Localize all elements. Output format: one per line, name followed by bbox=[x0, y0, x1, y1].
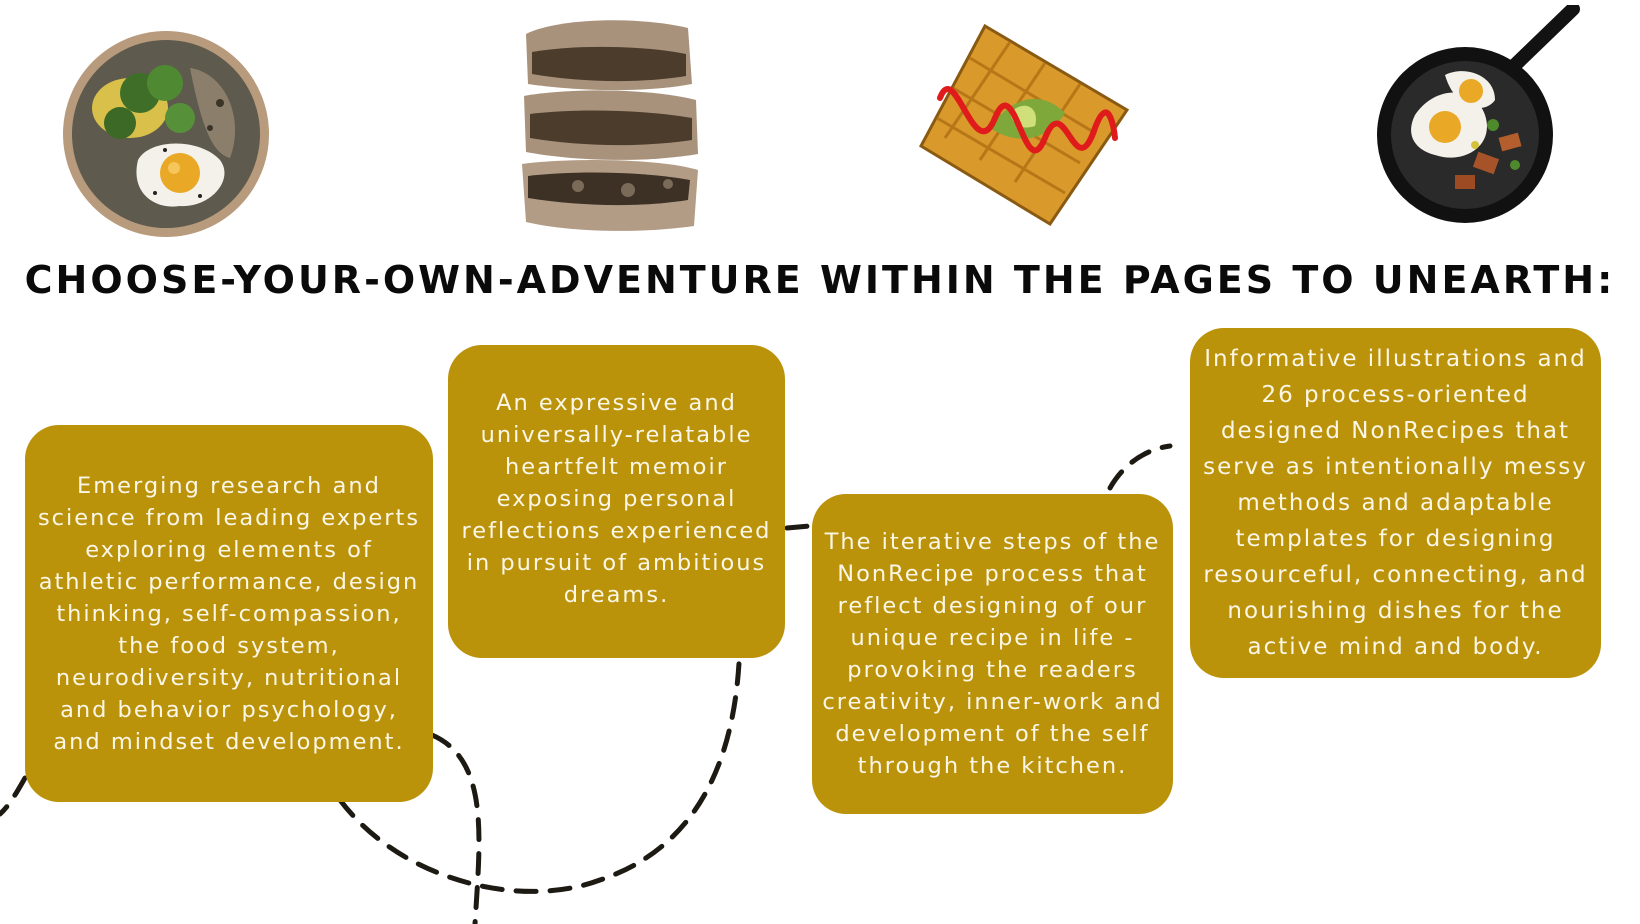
dashed-path-left-exit bbox=[0, 775, 28, 817]
egg-greens-bowl-icon bbox=[63, 31, 269, 237]
dashed-path-curve bbox=[337, 627, 743, 894]
dashed-path-loop bbox=[429, 732, 482, 924]
avocado-waffle-icon bbox=[919, 23, 1130, 227]
page-headline: CHOOSE-YOUR-OWN-ADVENTURE WITHIN THE PAG… bbox=[24, 258, 1616, 302]
card-text: Emerging research and science from leadi… bbox=[37, 472, 421, 755]
dashed-path-mid bbox=[784, 523, 813, 531]
stacked-bars-icon bbox=[522, 20, 698, 231]
content-card-nonrecipes: Informative illustrations and 26 process… bbox=[1190, 328, 1601, 678]
content-card-memoir: An expressive and universally-relatable … bbox=[448, 345, 785, 658]
content-card-research: Emerging research and science from leadi… bbox=[25, 425, 433, 802]
content-card-process: The iterative steps of the NonRecipe pro… bbox=[812, 494, 1173, 814]
skillet-hash-icon bbox=[1377, 5, 1580, 223]
dashed-path-right bbox=[1107, 443, 1173, 491]
card-text: Informative illustrations and 26 process… bbox=[1203, 346, 1588, 660]
card-text: The iterative steps of the NonRecipe pro… bbox=[822, 529, 1163, 779]
card-text: An expressive and universally-relatable … bbox=[461, 390, 772, 608]
